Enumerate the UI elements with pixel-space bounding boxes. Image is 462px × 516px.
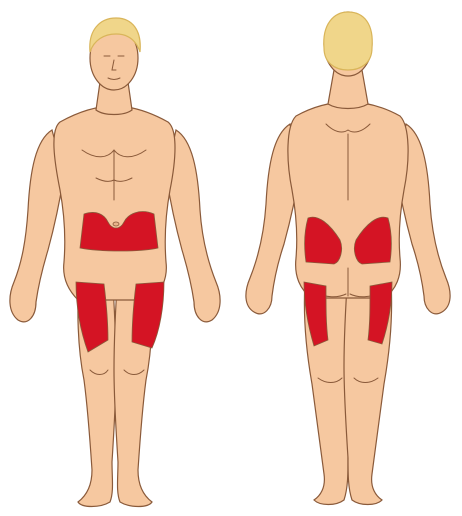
- front-navel: [113, 222, 119, 226]
- back-figure: [246, 12, 450, 505]
- front-torso: [54, 106, 175, 300]
- front-figure: [10, 18, 220, 507]
- front-right-thigh-zone: [132, 282, 164, 348]
- back-hair: [324, 12, 372, 70]
